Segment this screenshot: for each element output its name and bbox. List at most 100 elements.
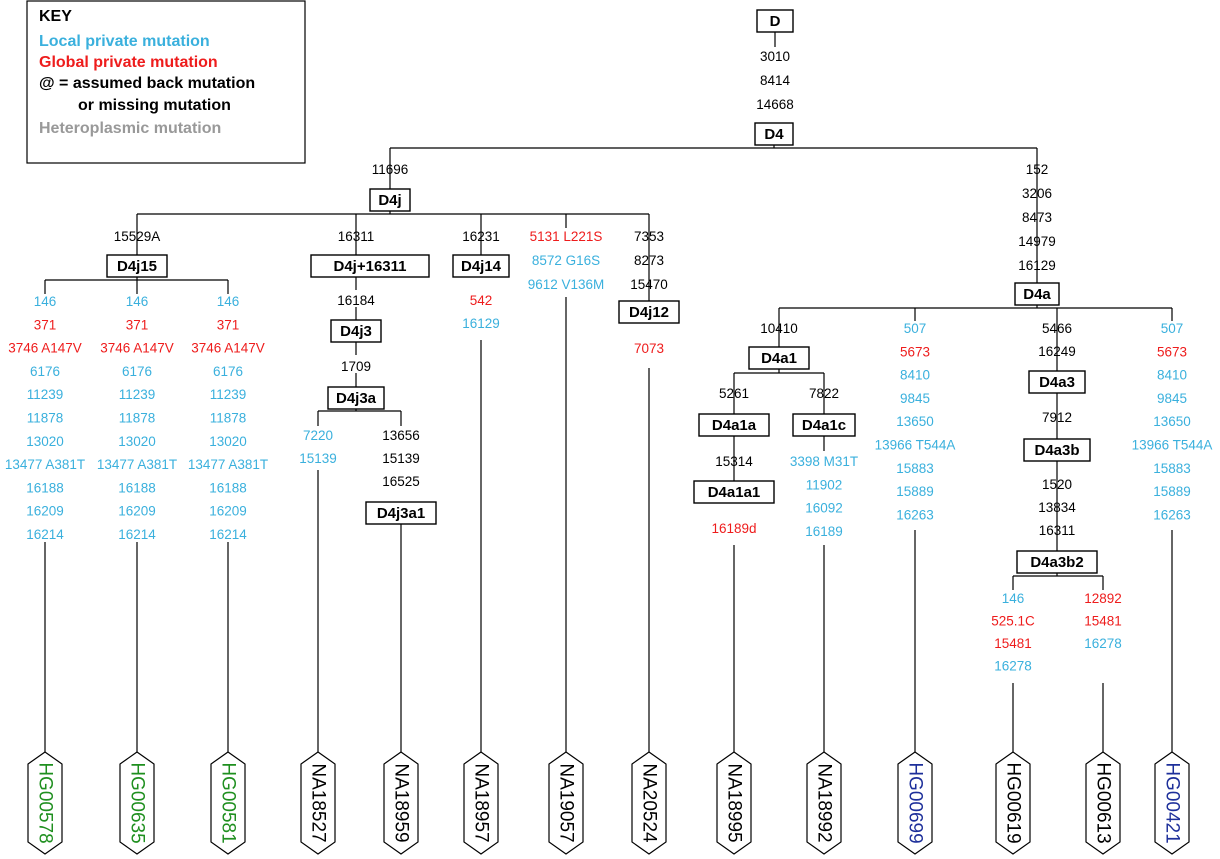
node-d4a1: D4a1 xyxy=(748,346,810,370)
leaf-tag xyxy=(463,751,499,855)
mutation-label: 14668 xyxy=(756,97,794,112)
mutations-d4a1-to-d4a1c: 7822 xyxy=(809,386,839,401)
node-box xyxy=(1028,370,1086,394)
mutation-label: 146 xyxy=(217,294,240,309)
node-box xyxy=(792,413,856,437)
mutation-label: 16263 xyxy=(1153,507,1191,522)
node-box xyxy=(618,300,680,324)
leaf-label: NA18957 xyxy=(471,763,492,842)
leaf-label: NA18992 xyxy=(814,763,835,842)
mutation-label: 15314 xyxy=(715,454,753,469)
mutation-label: 5466 xyxy=(1042,321,1072,336)
leaf-label: NA19057 xyxy=(556,763,577,842)
mutations-d4a1-to-d4a1a: 5261 xyxy=(719,386,749,401)
key-line: Local private mutation xyxy=(39,33,210,50)
mutation-label: 3746 A147V xyxy=(191,341,265,356)
mutation-label: 16188 xyxy=(26,480,64,495)
mutation-label: 15883 xyxy=(1153,461,1191,476)
key-line: or missing mutation xyxy=(78,97,231,114)
node-label: D4 xyxy=(764,126,784,143)
mutation-label: 14979 xyxy=(1018,234,1056,249)
node-label: D4j3a xyxy=(336,390,377,407)
leaf-label: HG00421 xyxy=(1162,762,1183,843)
mutation-label: 11696 xyxy=(372,162,409,177)
mutation-label: 13020 xyxy=(209,434,247,449)
leaf-hg00619: HG00619 xyxy=(995,751,1031,855)
tree-edges xyxy=(44,32,1173,752)
node-label: D4j xyxy=(378,192,401,209)
mutation-label: 13477 A381T xyxy=(97,457,177,472)
mutation-label: 16231 xyxy=(462,229,500,244)
node-label: D4j14 xyxy=(461,258,502,275)
node-box xyxy=(698,413,770,437)
leaf-label: HG00699 xyxy=(905,762,926,843)
mutation-label: 11239 xyxy=(27,387,64,402)
mutation-label: 3206 xyxy=(1022,186,1052,201)
node-label: D4a3b2 xyxy=(1030,554,1083,571)
mutation-label: 16129 xyxy=(1018,258,1056,273)
mutation-label: 13656 xyxy=(382,428,420,443)
mutation-label: 15883 xyxy=(896,461,934,476)
node-box xyxy=(452,254,510,278)
mutation-label: 15470 xyxy=(630,277,668,292)
leaf-tag xyxy=(210,751,246,855)
mutation-label: 16184 xyxy=(337,293,375,308)
node-d4a: D4a xyxy=(1014,282,1060,306)
leaf-tag xyxy=(1085,751,1121,855)
mutation-label: 16189d xyxy=(711,521,756,536)
mutation-label: 16278 xyxy=(994,659,1032,674)
leaf-label: NA18527 xyxy=(308,763,329,842)
node-d4a3b2: D4a3b2 xyxy=(1016,550,1098,574)
mutation-label: 5673 xyxy=(900,344,930,359)
leaf-label: NA18995 xyxy=(724,763,745,842)
mutation-label: 16214 xyxy=(26,527,64,542)
mutation-label: 5261 xyxy=(719,386,749,401)
node-box xyxy=(1023,438,1091,462)
mutation-label: 9845 xyxy=(1157,391,1187,406)
node-box xyxy=(330,319,382,343)
leaf-na19057: NA19057 xyxy=(548,751,584,855)
node-box xyxy=(327,386,385,410)
mutation-label: 16525 xyxy=(382,474,420,489)
mutation-label: 371 xyxy=(126,317,149,332)
mutation-label: 13020 xyxy=(26,434,64,449)
node-label: D4a1 xyxy=(761,350,797,367)
mutation-label: 371 xyxy=(34,317,57,332)
mutation-label: 11878 xyxy=(27,411,64,426)
mutation-label: 542 xyxy=(470,293,493,308)
node-box xyxy=(1016,550,1098,574)
node-label: D4a1a xyxy=(712,417,757,434)
mutation-label: 16209 xyxy=(209,504,247,519)
leaf-tag xyxy=(300,751,336,855)
node-box xyxy=(756,9,794,33)
node-label: D4j+16311 xyxy=(334,258,407,275)
node-d4a1c: D4a1c xyxy=(792,413,856,437)
mutation-label: 16214 xyxy=(118,527,156,542)
key-line: Heteroplasmic mutation xyxy=(39,120,221,137)
node-d4j14: D4j14 xyxy=(452,254,510,278)
mutations-d4j3-to-d4j3a: 1709 xyxy=(341,359,371,374)
node-d4a1a: D4a1a xyxy=(698,413,770,437)
mutation-label: 8410 xyxy=(900,368,930,383)
mutation-label: 6176 xyxy=(213,364,243,379)
mutations-d4j16311-to-d4j3: 16184 xyxy=(337,293,375,308)
leaf-na18957: NA18957 xyxy=(463,751,499,855)
leaf-tag xyxy=(548,751,584,855)
mutation-label: 11878 xyxy=(210,411,247,426)
mutation-label: 13477 A381T xyxy=(188,457,268,472)
node-box xyxy=(754,122,794,146)
mutation-label: 8410 xyxy=(1157,368,1187,383)
mutation-label: 13020 xyxy=(118,434,156,449)
node-d4j15: D4j15 xyxy=(106,254,168,278)
mutation-label: 16188 xyxy=(209,480,247,495)
mutation-label: 7073 xyxy=(634,341,664,356)
mutation-label: 15481 xyxy=(994,636,1032,651)
node-d4j3a: D4j3a xyxy=(327,386,385,410)
leaf-label: HG00578 xyxy=(35,762,56,843)
